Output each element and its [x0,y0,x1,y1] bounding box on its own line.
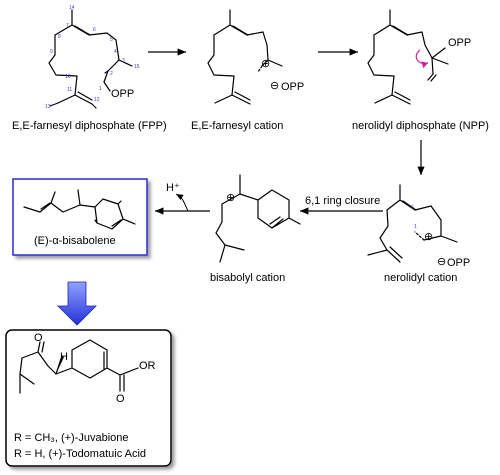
big-down-arrow [57,281,97,326]
ester-oxygen: O [116,393,125,405]
nerolidyl-cation-charge: ⊕ [424,231,433,243]
fpp-carbon-number: 8 [58,34,61,40]
proton-loss-curve [175,193,189,212]
fpp-carbon-number: 4 [114,49,117,55]
bisabolene-box: (E)-α-bisabolene [12,178,148,256]
farnesyl-cation-opp: OPP [281,81,304,93]
fpp-carbon-number: 9 [50,49,53,55]
fpp-carbon-number: 11 [67,87,72,93]
fpp-carbon-number: 14 [69,5,75,11]
npp-opp-label: OPP [448,37,471,49]
fpp-structure: OPP 1 2 3 4 5 6 7 8 9 10 11 12 13 14 15 [45,5,140,110]
fpp-carbon-number: 6 [93,27,96,33]
bisabolyl-cation-structure: ⊕ [215,174,301,263]
carbonyl-oxygen: O [34,332,43,344]
products-border [5,329,172,467]
stereo-hydrogen: H [60,351,68,363]
ester-group: OR [139,360,156,372]
farnesyl-cation-anion: ⊖ [270,80,279,92]
proton-label: H⁺ [166,182,180,194]
bisabolyl-cation-charge: ⊕ [226,192,235,204]
farnesyl-cation-structure: ⊕ ⊖ OPP [207,9,304,105]
fpp-carbon-number: 5 [110,37,113,43]
nerolidyl-cation-structure: 6 1 ⊕ ⊖ OPP [367,184,470,269]
bisabolene-highlight-border [12,178,148,256]
fpp-carbon-number: 2 [110,71,113,77]
todomatuic-acid-label: R = H, (+)-Todomatuic Acid [14,448,146,460]
farnesyl-cation-name: E,E-farnesyl cation [191,120,283,132]
nerolidyl-carbon-number: 1 [414,224,417,230]
nerolidyl-cation-opp: OPP [447,257,470,269]
fpp-carbon-number: 10 [65,74,71,80]
juvabione-label: R = CH₃, (+)-Juvabione [14,432,129,444]
farnesyl-cation-charge: ⊕ [261,58,270,70]
fpp-carbon-number: 7 [66,23,69,29]
fpp-opp-label: OPP [111,88,134,100]
nerolidyl-cation-name: nerolidyl cation [384,272,457,284]
npp-name: nerolidyl diphosphate (NPP) [352,120,489,132]
bond-rotation-arrow [415,49,429,69]
bisabolene-name: (E)-α-bisabolene [34,235,116,247]
npp-structure: OPP [367,9,471,105]
fpp-carbon-number: 3 [122,58,125,64]
nerolidyl-cation-anion: ⊖ [437,256,446,268]
products-box: O H O OR R = CH₃, (+)-Juvabione R = H, (… [5,329,172,467]
ring-closure-label: 6,1 ring closure [305,195,380,207]
fpp-name: E,E-farnesyl diphosphate (FPP) [12,120,167,132]
nerolidyl-carbon-number: 6 [411,205,414,211]
fpp-carbon-number: 12 [94,97,100,103]
bisabolyl-cation-name: bisabolyl cation [210,272,285,284]
fpp-carbon-number: 13 [45,104,51,110]
fpp-carbon-number: 15 [134,64,140,70]
fpp-carbon-number: 1 [99,86,102,92]
